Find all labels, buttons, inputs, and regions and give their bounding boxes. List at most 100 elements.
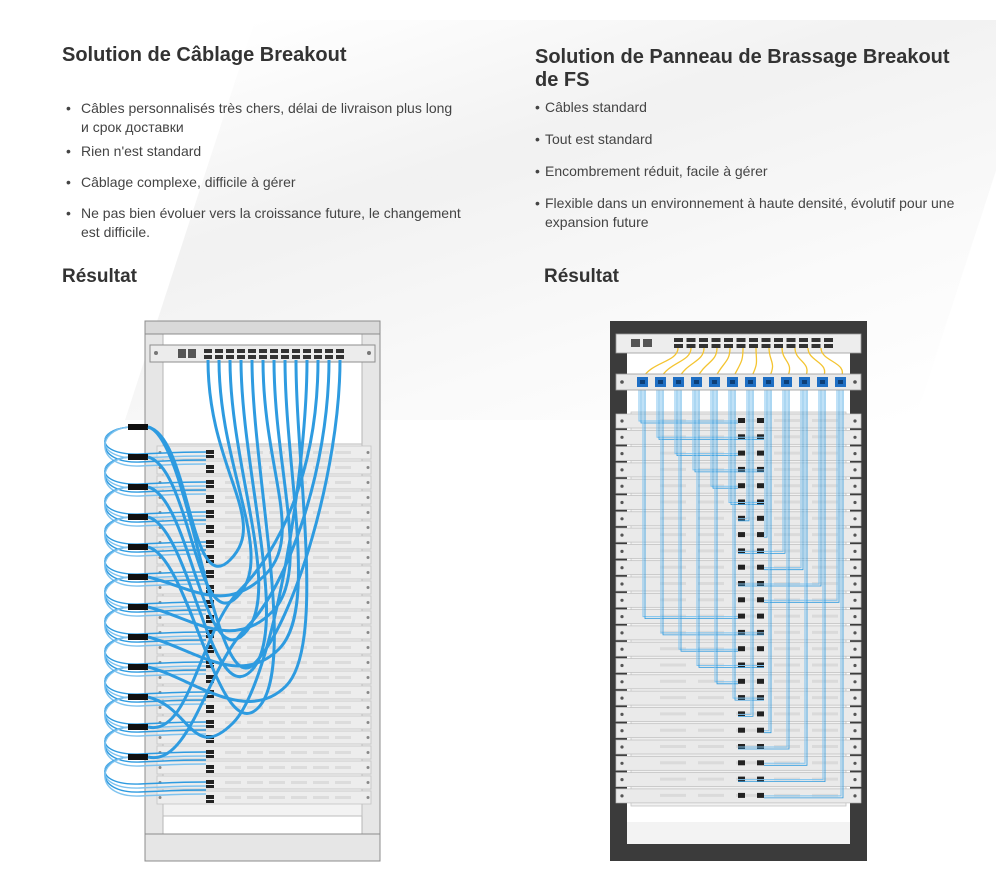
patch-cable <box>738 390 786 554</box>
vent-strip <box>660 712 686 716</box>
switch-port <box>711 338 721 342</box>
fiber-strand <box>104 516 207 557</box>
vent-strip <box>225 796 241 799</box>
vent-strip <box>247 556 263 559</box>
right-bullet-list: •Câbles standard •Tout est standard •Enc… <box>535 98 965 232</box>
vent-strip <box>698 777 724 781</box>
server-port <box>757 418 764 423</box>
patch-cable <box>738 390 824 781</box>
rack-screw <box>620 778 624 782</box>
rack-screw <box>620 647 624 651</box>
vent-strip <box>698 745 724 748</box>
patch-cable <box>638 390 738 422</box>
vent-strip <box>225 736 241 739</box>
vent-strip <box>291 796 307 799</box>
left-bullet-item: •Rien n'est standard <box>62 142 462 161</box>
vent-strip <box>660 516 686 520</box>
rack-screw <box>366 646 370 649</box>
rack-screw <box>620 582 624 586</box>
vent-strip <box>660 647 686 651</box>
switch-port <box>774 344 783 348</box>
breakout-cables <box>147 359 342 760</box>
vent-strip <box>247 466 263 469</box>
mtp-connector <box>128 514 148 520</box>
vent-strip <box>291 601 307 604</box>
switch-port <box>736 344 746 348</box>
vent-strip <box>247 751 263 754</box>
vent-strip <box>225 691 241 694</box>
vent-strip <box>660 500 686 504</box>
rack-screw <box>366 466 370 469</box>
vent-strip <box>335 496 351 499</box>
vent-strip <box>698 696 724 700</box>
vent-strip <box>335 616 351 619</box>
lc-port-hole <box>658 380 663 384</box>
server-port <box>206 525 214 529</box>
fiber-strand <box>104 546 207 587</box>
server-port <box>206 665 214 668</box>
vent-strip <box>247 631 263 634</box>
vent-strip <box>660 565 686 569</box>
right-bullet-item: •Encombrement réduit, facile à gérer <box>535 162 965 181</box>
vent-strip <box>247 481 263 484</box>
rack-screw <box>366 571 370 574</box>
rack-screw <box>853 452 857 456</box>
vent-strip <box>269 511 285 514</box>
rack-screw <box>853 696 857 700</box>
vent-strip <box>291 676 307 679</box>
right-bullet-item: •Flexible dans un environnement à haute … <box>535 194 965 232</box>
vent-strip <box>225 571 241 574</box>
vent-strip <box>225 751 241 754</box>
rack-screw <box>620 794 624 798</box>
switch-port <box>248 355 256 359</box>
left-bullet-item: •Câbles personnalisés très chers, délai … <box>62 99 462 137</box>
vent-strip <box>269 736 285 739</box>
rack-screw <box>366 601 370 604</box>
rack-screw <box>620 663 624 668</box>
vent-strip <box>269 706 285 709</box>
server-port <box>738 727 745 733</box>
rack-screw <box>853 435 857 439</box>
rack-screw <box>366 586 370 589</box>
vent-strip <box>736 533 762 537</box>
vent-strip <box>269 586 285 589</box>
server-port <box>206 765 214 769</box>
switch-port <box>204 349 212 353</box>
vent-strip <box>660 793 686 797</box>
vent-strip <box>313 781 329 784</box>
vent-strip <box>313 736 329 739</box>
vent-strip <box>660 582 686 585</box>
right-bullet-text: Tout est standard <box>545 131 653 147</box>
bullet-dot: • <box>535 195 540 211</box>
server-port <box>757 760 764 766</box>
mtp-connector <box>128 634 148 640</box>
switch-port <box>824 344 833 348</box>
patch-cable <box>698 390 764 668</box>
rack-screw <box>620 500 624 505</box>
server-port <box>738 450 745 456</box>
vent-strip <box>225 541 241 544</box>
server-port <box>738 792 745 798</box>
vent-strip <box>247 676 263 679</box>
rack-screw <box>620 380 624 384</box>
switch-port <box>799 338 808 342</box>
server-port <box>206 755 214 758</box>
lc-port-hole <box>820 380 825 384</box>
vent-strip <box>291 721 307 724</box>
rack-screw <box>853 517 857 521</box>
vent-strip <box>225 676 241 679</box>
server-port <box>206 770 214 773</box>
server-port <box>206 530 214 533</box>
vent-strip <box>736 679 762 683</box>
switch-port <box>314 349 322 353</box>
vent-strip <box>269 451 285 454</box>
rack-base-gap <box>627 822 850 844</box>
server-port <box>206 600 214 604</box>
vent-strip <box>291 616 307 619</box>
patch-cable <box>764 390 844 799</box>
server-port <box>206 495 214 499</box>
server-port <box>206 455 214 458</box>
bullet-dot: • <box>66 174 71 190</box>
server-port <box>738 678 745 684</box>
rack-screw <box>620 615 624 619</box>
